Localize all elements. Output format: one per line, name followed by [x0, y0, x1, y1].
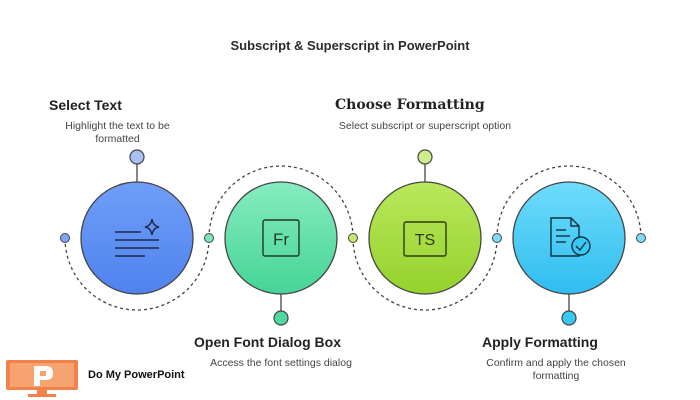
connector-arc — [496, 165, 642, 239]
connector-dot — [492, 233, 502, 243]
step-3-title: Choose Formatting — [335, 97, 485, 113]
step-1-description: Highlight the text to be formatted — [65, 120, 170, 145]
text-sparkle-icon — [115, 218, 160, 257]
font-Fr-icon: Fr — [262, 219, 300, 257]
connector-dot — [348, 233, 358, 243]
step-3-description: Select subscript or superscript option — [338, 120, 512, 132]
step-4-circle — [512, 181, 626, 295]
step-2-marker — [273, 310, 289, 326]
TS-icon: TS — [403, 221, 447, 257]
step-3-circle: TS — [368, 181, 482, 295]
step-1-marker — [129, 149, 145, 165]
document-check-icon — [550, 217, 591, 257]
step-2-circle: Fr — [224, 181, 338, 295]
step-2-title: Open Font Dialog Box — [194, 334, 341, 350]
brand-name: Do My PowerPoint — [88, 369, 185, 381]
connector-dot — [204, 233, 214, 243]
connector-dot — [60, 233, 70, 243]
step-4-description: Confirm and apply the chosen formatting — [486, 357, 626, 382]
step-3-marker — [417, 149, 433, 165]
connector-arc — [352, 237, 498, 311]
connector-arc — [208, 165, 354, 239]
step-4-title: Apply Formatting — [482, 334, 598, 350]
step-1-title: Select Text — [49, 97, 122, 113]
powerpoint-logo-icon — [6, 360, 78, 397]
svg-text:TS: TS — [415, 232, 435, 249]
step-4-marker — [561, 310, 577, 326]
svg-text:Fr: Fr — [273, 230, 289, 249]
connector-arc — [64, 237, 210, 311]
step-2-description: Access the font settings dialog — [210, 357, 352, 369]
connector-dot — [636, 233, 646, 243]
page-title: Subscript & Superscript in PowerPoint — [230, 38, 470, 53]
step-1-circle — [80, 181, 194, 295]
